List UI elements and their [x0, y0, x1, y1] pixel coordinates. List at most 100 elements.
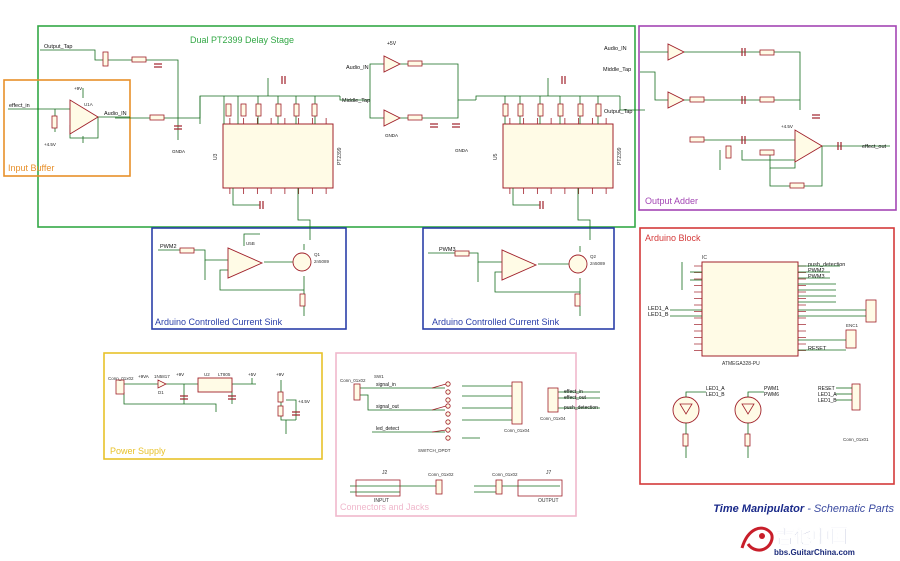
net-label-led1b-hdr: LED1_B	[818, 398, 837, 404]
adder-opamp-u6a	[794, 129, 823, 163]
sw1-ref: SW1	[374, 374, 384, 379]
net-label-audio-in-buffer: Audio_IN	[104, 111, 127, 117]
ic-ref: IC	[702, 255, 707, 261]
net-label-led1b: LED1_B	[648, 312, 669, 318]
net-label-effect-out-conn: effect_out	[564, 395, 586, 401]
u1a-ref: U1A	[84, 102, 93, 107]
encoder-enc1	[845, 329, 857, 349]
watermark-cn: 吉他中国	[776, 526, 848, 548]
net-label-led1a-led: LED1_A	[706, 386, 725, 392]
atmega-chip	[701, 261, 799, 357]
current-sink-2-frame	[422, 227, 615, 330]
net-label-pwm1-led: PWM1	[764, 386, 779, 392]
input-buffer-title: Input Buffer	[8, 163, 54, 173]
net-label-pwm2-ard: PWM2	[808, 268, 825, 274]
j2-ref: J2	[382, 470, 388, 476]
net-label-signal-in: signal_in	[376, 382, 396, 388]
net-label-plus9v-div: +9V	[276, 372, 284, 377]
net-label-pwm3-ard: PWM3	[808, 274, 825, 280]
pt2399-chip-u3	[222, 123, 334, 189]
atmega-pins	[694, 265, 806, 351]
arduino-block-frame	[639, 227, 895, 485]
net-label-plus9v-in: +9V	[74, 86, 82, 91]
guitarchina-watermark: 吉他中国 bbs.GuitarChina.com	[740, 526, 855, 557]
net-label-led-detect: led_detect	[376, 426, 400, 432]
net-label-reset: RESET	[808, 346, 827, 352]
connectors-wiring	[350, 385, 600, 493]
q1-transistor	[292, 252, 312, 272]
power-supply-frame	[103, 352, 323, 460]
conn-power-ref: Conn_01x02	[108, 376, 134, 381]
sink2-opamp-u6	[501, 249, 538, 281]
diode-part: 1N5817	[154, 374, 170, 379]
usb-header	[865, 299, 877, 323]
net-label-gnda-b: GNDA	[172, 149, 185, 154]
diode-ref: D1	[158, 390, 164, 395]
q2-ref: Q2	[590, 254, 597, 259]
u3-part: PT2399	[337, 147, 343, 165]
power-jack-conn	[115, 379, 125, 395]
net-label-push-detection: push_detection	[808, 262, 845, 268]
power-caps	[180, 395, 300, 416]
output-adder-wiring	[640, 51, 890, 187]
net-label-effect-in-conn: effect_in	[564, 389, 583, 395]
pwm2-resistor	[179, 247, 195, 254]
power-resistors	[277, 391, 284, 417]
pwm3-resistor	[454, 250, 470, 257]
q2-part: 2n5089	[590, 261, 606, 266]
j8-part: Conn_01x04	[504, 428, 530, 433]
u2-ref: U2	[204, 372, 210, 377]
dragon-logo-icon	[740, 526, 774, 552]
led1-diode-symbol	[679, 403, 693, 415]
u2-part: LT805	[218, 372, 231, 377]
header-j-reset	[851, 383, 861, 411]
j9-part: Conn_01x04	[540, 416, 566, 421]
led-resistors	[682, 433, 751, 447]
net-label-plus45-in: +4.5V	[44, 142, 56, 147]
sheet-title-main: Time Manipulator	[713, 503, 805, 515]
net-label-output-tap: Output_Tap	[44, 44, 72, 50]
net-label-effect-out: effect_out	[862, 144, 887, 150]
net-label-plus45-psu: +4.5V	[298, 399, 310, 404]
conn-in-ref: Conn_01x02	[428, 472, 454, 477]
pt2399-chip-u5	[502, 123, 614, 189]
delay-stage-title: Dual PT2399 Delay Stage	[190, 35, 294, 45]
power-supply-title: Power Supply	[110, 446, 166, 456]
net-label-push-detection-conn: push_detection	[564, 405, 598, 411]
net-label-audio-in-delay: Audio_IN	[346, 65, 369, 71]
delay-stage-frame	[37, 25, 636, 228]
input-buffer-frame	[3, 79, 131, 177]
input-jack-j2	[355, 479, 401, 497]
net-label-middle-tap-adder: Middle_Tap	[603, 67, 631, 73]
conn-in-block	[435, 479, 443, 495]
enc1-ref: ENC1	[846, 323, 859, 328]
net-label-plus5-a: +5V	[387, 41, 397, 47]
net-label-middle-tap: Middle_Tap	[342, 98, 370, 104]
net-label-plus45-adder: +4.5V	[781, 124, 793, 129]
sheet-title-sub: - Schematic Parts	[807, 503, 894, 515]
net-label-audio-in-adder: Audio_IN	[604, 46, 627, 52]
connectors-title: Connectors and Jacks	[340, 502, 430, 512]
tc-ref: Conn_01x01	[843, 437, 869, 442]
net-label-plus9v-psu: +9V	[176, 372, 184, 377]
j7-ref: J7	[546, 470, 552, 476]
input-jack-label: INPUT	[374, 498, 389, 504]
atmega-part: ATMEGA328-PU	[722, 361, 760, 367]
current-sink-1-frame	[151, 227, 347, 330]
net-label-plus5v-psu: +5V	[248, 372, 256, 377]
led-dual-1	[672, 396, 700, 424]
delay-resistors	[102, 51, 602, 307]
current-sink-2-circuit	[428, 246, 581, 316]
u5-part: PT2399	[617, 147, 623, 165]
output-jack-label: OUTPUT	[538, 498, 559, 504]
net-label-plus9va: +9VA	[138, 374, 149, 379]
adder-capacitors	[741, 48, 842, 150]
current-sink-2-title: Arduino Controlled Current Sink	[432, 317, 560, 327]
net-label-led1b-led: LED1_B	[706, 392, 725, 398]
output-adder-frame	[638, 25, 897, 211]
net-label-led1a-hdr: LED1_A	[818, 392, 837, 398]
arduino-wiring	[670, 262, 866, 351]
u3-pins	[229, 118, 327, 194]
led2-diode-symbol	[741, 403, 755, 415]
